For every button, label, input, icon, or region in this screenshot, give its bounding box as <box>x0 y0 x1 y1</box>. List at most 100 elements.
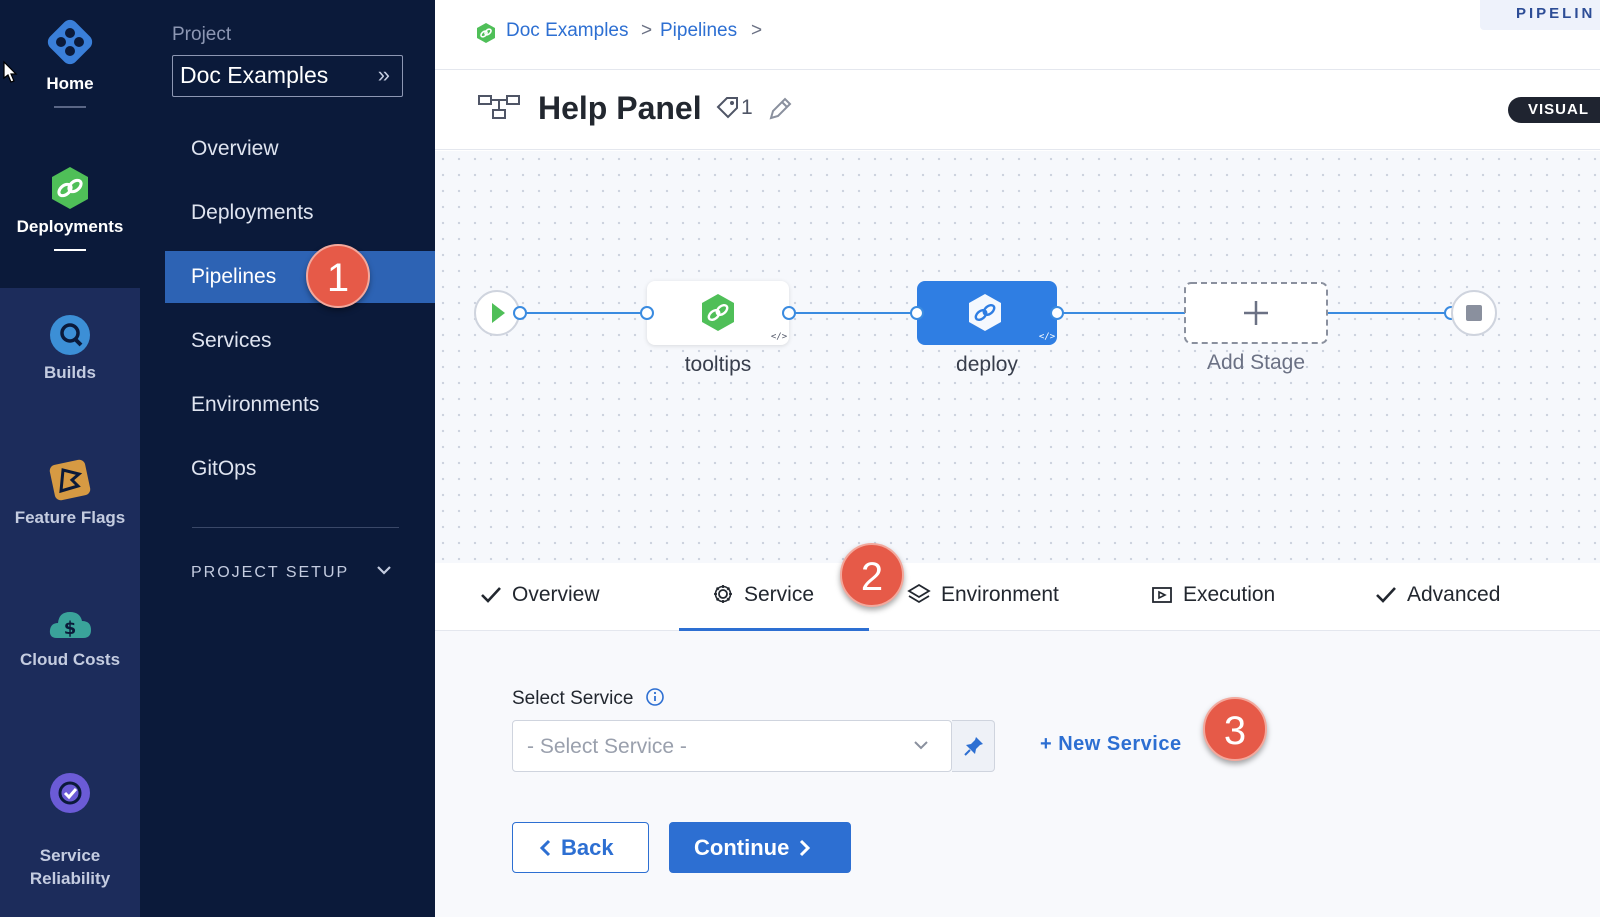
nav-item-gitops[interactable]: GitOps <box>191 457 257 480</box>
tab-label-environment: Environment <box>941 583 1059 606</box>
select-service-dropdown[interactable]: - Select Service - <box>512 720 952 772</box>
tab-execution[interactable]: Execution <box>1151 583 1275 607</box>
project-label: Project <box>172 24 232 45</box>
deployments-small-icon <box>477 23 495 43</box>
stage-node-tooltips[interactable]: </> <box>647 281 789 345</box>
tab-environment[interactable]: Environment <box>907 583 1059 607</box>
port-dot <box>910 306 924 320</box>
continue-button-label: Continue <box>694 835 790 860</box>
project-nav: Project Doc Examples » Overview Deployme… <box>140 0 435 917</box>
breadcrumb-pipelines[interactable]: Pipelines <box>660 20 738 41</box>
feature-flags-icon <box>49 459 91 501</box>
nav-item-environments[interactable]: Environments <box>191 393 320 416</box>
chevron-left-icon <box>539 839 551 857</box>
tag-count: 1 <box>741 96 753 119</box>
stage-tabs: Overview Service Environment Execution A… <box>435 543 1600 631</box>
rail-item-cloud-costs[interactable]: $ Cloud Costs <box>0 604 140 670</box>
visual-view-toggle[interactable]: VISUAL <box>1508 97 1600 123</box>
tab-label-execution: Execution <box>1183 583 1276 606</box>
stage-node-deploy[interactable]: </> <box>917 281 1057 345</box>
rail-label-cloud-costs: Cloud Costs <box>19 650 121 669</box>
tab-label-overview: Overview <box>512 583 600 606</box>
tab-overview[interactable]: Overview <box>480 583 600 607</box>
top-bar: Doc Examples > Pipelines > PIPELIN <box>435 0 1600 70</box>
breadcrumb-separator: > <box>641 20 653 41</box>
port-dot <box>782 306 796 320</box>
nav-item-services[interactable]: Services <box>191 329 272 352</box>
select-service-label-text: Select Service <box>512 688 634 709</box>
continue-button[interactable]: Continue <box>669 822 851 873</box>
svg-text:$: $ <box>64 618 77 639</box>
nav-item-deployments[interactable]: Deployments <box>191 201 314 224</box>
deployments-icon <box>52 167 88 209</box>
stage-label-tooltips[interactable]: tooltips <box>684 353 752 376</box>
pipeline-studio-tag: PIPELIN <box>1480 0 1600 30</box>
rail-label-service-reliability: Service Reliability <box>29 846 111 888</box>
new-service-link[interactable]: + New Service <box>1040 733 1182 755</box>
rail-item-service-reliability[interactable]: Service Reliability <box>0 748 140 890</box>
port-dot <box>640 306 654 320</box>
check-icon <box>481 587 501 603</box>
nav-item-pipelines[interactable]: Pipelines <box>165 251 435 303</box>
project-setup-label[interactable]: PROJECT SETUP <box>191 564 350 581</box>
pin-icon <box>964 737 983 756</box>
double-chevron-right-icon: » <box>377 62 390 87</box>
environment-layers-icon <box>907 583 931 604</box>
rail-item-home[interactable]: Home <box>0 16 140 108</box>
project-name: Doc Examples <box>180 62 329 88</box>
rail-label-feature-flags: Feature Flags <box>14 508 126 527</box>
mouse-cursor-icon <box>3 60 18 83</box>
info-icon[interactable] <box>645 687 665 707</box>
pipeline-title-bar: Help Panel 1 VISUAL <box>435 70 1600 150</box>
rail-label-deployments: Deployments <box>16 217 124 236</box>
start-node <box>474 290 520 336</box>
select-service-placeholder: - Select Service - <box>527 735 687 758</box>
cloud-costs-icon: $ <box>49 612 91 639</box>
edit-pencil-icon[interactable] <box>767 96 793 122</box>
pipeline-canvas: </> </> toolti <box>435 151 1600 563</box>
tab-label-service: Service <box>744 583 815 606</box>
chevron-down-icon[interactable] <box>376 563 392 577</box>
nav-divider <box>192 527 399 528</box>
back-button[interactable]: Back <box>512 822 649 873</box>
pipeline-icon <box>478 95 520 119</box>
rail-item-deployments[interactable]: Deployments <box>0 165 140 251</box>
main-area: Doc Examples > Pipelines > PIPELIN Help … <box>435 0 1600 917</box>
rail-active-underline <box>54 249 86 251</box>
builds-icon <box>50 315 90 355</box>
back-button-label: Back <box>561 835 614 860</box>
select-service-label: Select Service <box>512 687 665 710</box>
rail-label-home: Home <box>46 74 94 93</box>
check-icon <box>1376 587 1396 603</box>
nav-item-overview[interactable]: Overview <box>191 137 279 160</box>
add-stage-label[interactable]: Add Stage <box>1206 351 1306 374</box>
execution-icon <box>1152 587 1172 603</box>
stage-label-deploy[interactable]: deploy <box>956 353 1018 376</box>
chevron-down-icon <box>914 741 928 750</box>
rail-item-builds[interactable]: Builds <box>0 313 140 383</box>
pipeline-title: Help Panel <box>538 90 702 126</box>
project-selector[interactable]: Doc Examples » <box>172 55 403 97</box>
service-form: Select Service - Select Service - + New … <box>435 631 1600 917</box>
module-rail: Home Deployments Builds Feature Flags $ <box>0 0 140 917</box>
callout-badge-1: 1 <box>306 244 370 308</box>
add-stage-node[interactable] <box>1184 282 1328 344</box>
tab-service[interactable]: Service <box>712 583 814 607</box>
port-dot <box>513 306 527 320</box>
svg-text:</>: </> <box>1039 332 1056 342</box>
rail-divider <box>54 106 86 108</box>
breadcrumb-separator: > <box>751 20 763 41</box>
breadcrumb-project[interactable]: Doc Examples <box>506 20 629 41</box>
gear-icon <box>714 585 732 603</box>
port-dot <box>1050 306 1064 320</box>
chevron-right-icon <box>800 839 811 857</box>
pipeline-graph: </> </> <box>474 281 1497 345</box>
tag-icon[interactable] <box>715 96 741 120</box>
tab-label-advanced: Advanced <box>1407 583 1501 606</box>
service-reliability-icon <box>50 773 90 813</box>
rail-item-feature-flags[interactable]: Feature Flags <box>0 458 140 528</box>
rail-label-builds: Builds <box>44 363 96 382</box>
tab-advanced[interactable]: Advanced <box>1375 583 1500 607</box>
pin-button[interactable] <box>952 720 995 772</box>
callout-badge-3: 3 <box>1203 697 1267 761</box>
